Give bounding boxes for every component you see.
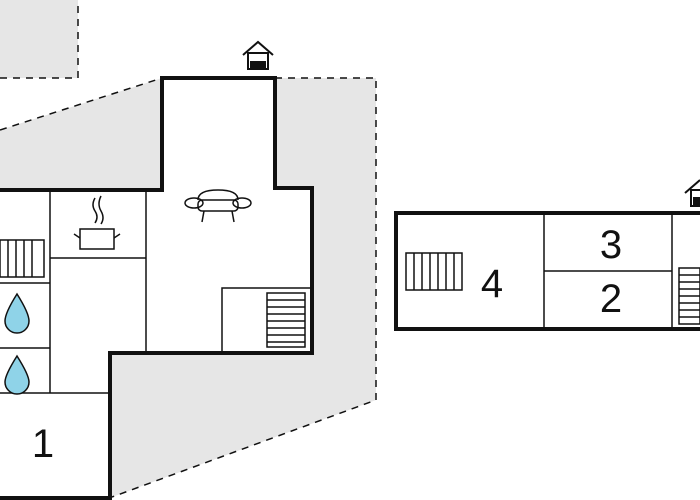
entrance-icon xyxy=(684,179,700,207)
terrace-right xyxy=(112,78,376,497)
terrace-left-slope-outline xyxy=(0,77,163,131)
terrace-top-left xyxy=(0,0,78,78)
water-drop-icon xyxy=(4,354,30,395)
wall-stair-room xyxy=(221,287,312,353)
water-drop-icon xyxy=(4,292,30,334)
terrace-left-slope xyxy=(0,78,162,190)
room-label-3: 3 xyxy=(600,223,622,267)
entrance-icon xyxy=(242,40,274,70)
annex-outer-wall xyxy=(394,211,700,331)
terrace-areas xyxy=(0,0,377,498)
main-outer-wall xyxy=(0,76,314,500)
sofa-icon xyxy=(184,189,252,223)
room-label-2: 2 xyxy=(600,277,622,321)
terrace-right-outline xyxy=(111,77,377,498)
radiator-icon xyxy=(405,252,463,291)
room-label-1: 1 xyxy=(32,422,54,466)
radiator-icon xyxy=(0,239,45,278)
cooking-pot-icon xyxy=(73,195,121,250)
stairs-icon xyxy=(266,292,306,348)
stairs-icon xyxy=(678,267,700,325)
room-label-4: 4 xyxy=(481,262,503,306)
terrace-top-left-outline xyxy=(0,0,79,79)
main-building xyxy=(0,76,314,500)
